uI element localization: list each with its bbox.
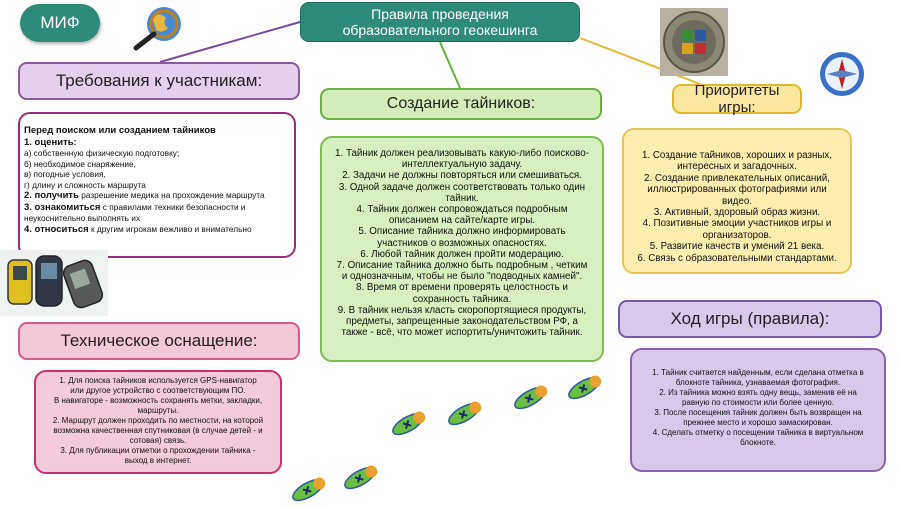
gameplay-line: прежнее место и хорошо замаскирован. (683, 418, 833, 427)
requirement-line: 1. оценить: (24, 136, 77, 148)
creation-line: также - всё, что может испортить/уничтож… (341, 327, 583, 339)
requirement-line: в) погодные условия, (24, 169, 106, 179)
creation-title: Создание тайников: (320, 88, 602, 120)
priority-line: иллюстрированных фотографиями или (647, 184, 827, 196)
creation-line: предметы, запрещенные законодательством … (346, 316, 578, 328)
gameplay-line: 3. После посещения тайник должен быть во… (654, 408, 862, 417)
technical-title: Техническое оснащение: (18, 322, 300, 360)
technical-line: 3. Для публикации отметки о прохождении … (60, 446, 256, 455)
creation-line: 8. Время от времени проверять целостност… (356, 282, 568, 294)
priority-line: 5. Развитие качеств и умений 21 века. (649, 241, 825, 253)
creation-line: 7. Описание тайника должно быть подробны… (336, 260, 588, 272)
gameplay-line: 4. Сделать отметку о посещении тайника в… (652, 428, 864, 437)
creation-line: участников о возможных опасностях. (377, 237, 547, 249)
technical-box: 1. Для поиска тайников используется GPS-… (34, 370, 282, 474)
gameplay-line: 2. Из тайника можно взять одну вещь, зам… (659, 388, 857, 397)
main-title-line-2: образовательного геокешинга (342, 22, 538, 38)
main-title-line-1: Правила проведения (371, 6, 509, 22)
requirements-box: Перед поиском или созданием тайников 1. … (18, 112, 296, 258)
creation-line: 3. Одной задаче должен соответствовать т… (338, 181, 586, 193)
priority-line: 6. Связь с образовательными стандартами. (637, 252, 837, 264)
creation-line: и однозначным, чтобы не было "подводных … (341, 271, 583, 283)
creation-line: описанием на сайте/карте игры. (388, 215, 536, 227)
priorities-title: Приоритеты игры: (672, 82, 802, 116)
gameplay-line: блокноте. (740, 438, 776, 447)
technical-line: возможна качественная спутниковая (в слу… (53, 426, 263, 435)
technical-line: сотовая) связь. (129, 436, 187, 445)
technical-line: 2. Маршрут должен проходить по местности… (52, 416, 264, 425)
priority-line: 1. Создание тайников, хороших и разных, (641, 150, 833, 161)
main-title: Правила проведения образовательного геок… (300, 2, 580, 42)
priority-line: 2. Создание привлекательных описаний, (644, 172, 830, 184)
priorities-box: 1. Создание тайников, хороших и разных, … (622, 128, 852, 274)
gps-navigators-icon (0, 250, 108, 316)
creation-line: 9. В тайник нельзя класть скоропортящиес… (337, 304, 587, 316)
requirements-title: Требования к участникам: (18, 62, 300, 100)
footprint-icon (344, 465, 378, 490)
compass-icon (820, 52, 864, 96)
priority-line: 4. Позитивные эмоции участников игры и (642, 218, 832, 230)
requirement-line: а) собственную физическую подготовку; (24, 148, 180, 158)
priority-line: интересных и загадочных. (677, 161, 797, 173)
magnifier-globe-icon (133, 7, 181, 51)
technical-line: маршруты. (137, 406, 179, 415)
footprint-icon (514, 385, 548, 410)
gameplay-line: блокноте тайника, узнаваемая фотография. (675, 378, 841, 387)
gameplay-box: 1. Тайник считается найденным, если сдел… (630, 348, 886, 472)
gameplay-line: равную по стоимости или более ценную. (681, 398, 835, 407)
priority-line: организаторов. (702, 229, 772, 241)
footprint-icon (292, 477, 326, 502)
footprint-icon (448, 401, 482, 426)
priority-line: видео. (721, 195, 752, 207)
creation-box: 1. Тайник должен реализовывать какую-либ… (320, 136, 604, 362)
creation-line: 4. Тайник должен сопровождаться подробны… (356, 204, 568, 216)
requirement-line: 3. ознакомиться с правилами техники безо… (24, 201, 246, 213)
technical-line: 1. Для поиска тайников используется GPS-… (59, 376, 257, 385)
gameplay-title: Ход игры (правила): (618, 300, 882, 338)
requirement-line: 2. получить разрешение медика на прохожд… (24, 190, 265, 201)
priority-line: 3. Активный, здоровый образ жизни. (653, 207, 821, 219)
geocaching-coin-icon (660, 8, 728, 76)
creation-line: сохранность тайника. (412, 293, 512, 305)
footprint-icon (392, 411, 426, 436)
technical-line: или другое устройство с соответствующим … (70, 386, 246, 395)
technical-line: В навигаторе - возможность сохранять мет… (53, 396, 263, 405)
creation-line: тайник. (445, 192, 479, 204)
footprint-icon (568, 375, 602, 400)
creation-line: интеллектуальную задачу. (401, 159, 523, 171)
creation-line: 2. Задачи не должны повторяться или смеш… (342, 170, 582, 182)
creation-line: 1. Тайник должен реализовывать какую-либ… (335, 148, 589, 159)
requirement-line: неукоснительно выполнять их (24, 213, 141, 223)
gameplay-line: 1. Тайник считается найденным, если сдел… (652, 368, 864, 377)
myth-badge: МИФ (20, 4, 100, 42)
requirements-heading: Перед поиском или созданием тайников (24, 125, 216, 136)
requirement-line: б) необходимое снаряжение, (24, 158, 136, 169)
technical-line: выход в интернет. (124, 456, 192, 465)
creation-line: 5. Описание тайника должно информировать (358, 226, 566, 238)
creation-line: 6. Любой тайник должен пройти модерацию. (360, 248, 564, 260)
requirement-line: г) длину и сложность маршрута (24, 179, 146, 190)
requirement-line: 4. относиться к другим игрокам вежливо и… (24, 223, 252, 235)
